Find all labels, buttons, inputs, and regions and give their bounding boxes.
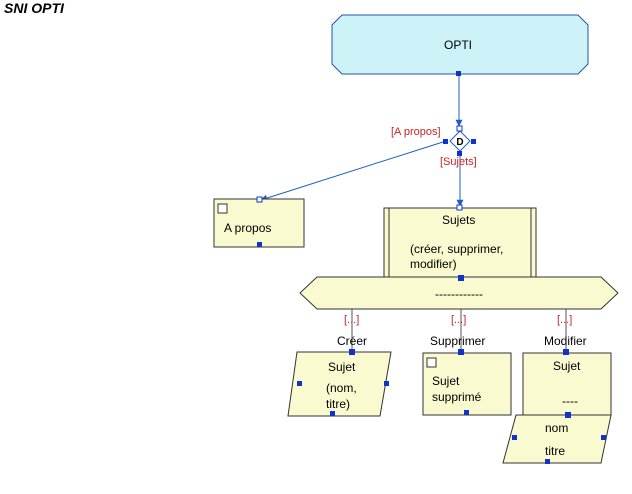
diagram-title: SNI OPTI: [4, 0, 64, 16]
action-modifier: Modifier: [544, 334, 587, 348]
handle-decision-left[interactable]: [443, 139, 448, 144]
modifier-line2: titre: [545, 444, 566, 458]
supprimer-line2: supprimé: [432, 390, 482, 404]
action-supprimer: Supprimer: [430, 334, 486, 348]
handle-modifier-top[interactable]: [563, 349, 569, 355]
supprimer-box-shape[interactable]: [422, 352, 512, 416]
creer-box-shape[interactable]: [287, 351, 392, 417]
apropos-box-shape[interactable]: [213, 198, 305, 248]
handle-modifier-mid[interactable]: [565, 412, 571, 418]
sujets-line1: (créer, supprimer,: [410, 242, 504, 256]
apropos-label: A propos: [224, 221, 272, 235]
root-node-shape[interactable]: [331, 14, 589, 75]
selection-handles: [256, 71, 606, 464]
handle-supprimer-bottom[interactable]: [464, 410, 469, 415]
modifier-title: Sujet: [553, 359, 581, 373]
handle-modifier-bottom[interactable]: [545, 459, 550, 464]
branch-label-sujets: [Sujets]: [440, 156, 477, 168]
handle-sujets-bottom[interactable]: [458, 275, 464, 281]
handle-creer-top[interactable]: [349, 349, 355, 355]
handle-apropos-top[interactable]: [256, 196, 263, 203]
branch-label-apropos: [A propos]: [391, 126, 441, 138]
handle-modifier-left[interactable]: [512, 435, 517, 440]
modifier-attributes-shape[interactable]: [502, 414, 612, 464]
handle-supprimer-top[interactable]: [458, 349, 464, 355]
supprimer-checkbox: [426, 357, 437, 368]
apropos-checkbox: [217, 203, 228, 214]
sujets-box-shape[interactable]: [383, 207, 537, 278]
connector-decision-apropos: [260, 140, 447, 202]
handle-root-bottom[interactable]: [456, 71, 461, 76]
handle-creer-right[interactable]: [384, 381, 389, 386]
handle-decision-bottom[interactable]: [457, 151, 462, 156]
separator-shape[interactable]: [299, 276, 619, 310]
guard-creer: [...]: [344, 314, 360, 326]
handle-creer-bottom[interactable]: [330, 411, 335, 416]
handle-decision-right[interactable]: [471, 139, 476, 144]
handle-decision-top[interactable]: [456, 125, 463, 132]
creer-line2: titre): [326, 397, 350, 411]
connectors: [260, 73, 464, 207]
supprimer-line1: Sujet: [432, 374, 460, 388]
handle-apropos-bottom[interactable]: [257, 242, 262, 247]
handle-sujets-top[interactable]: [456, 204, 463, 211]
separator-label: ------------: [435, 287, 483, 301]
creer-title: Sujet: [328, 360, 356, 374]
handle-creer-left[interactable]: [297, 381, 302, 386]
action-creer: Créer: [337, 334, 368, 348]
modifier-line1: nom: [545, 421, 569, 435]
guard-supprimer: [...]: [451, 314, 467, 326]
root-label: OPTI: [444, 38, 473, 52]
sujets-line2: modifier): [410, 257, 457, 271]
sujets-title: Sujets: [442, 213, 476, 227]
guard-modifier: [...]: [557, 314, 573, 326]
handle-modifier-right[interactable]: [601, 435, 606, 440]
modifier-sep: ----: [562, 394, 578, 408]
branch-lines: [351, 309, 567, 352]
creer-line1: (nom,: [326, 381, 357, 395]
decision-label: D: [456, 137, 463, 148]
